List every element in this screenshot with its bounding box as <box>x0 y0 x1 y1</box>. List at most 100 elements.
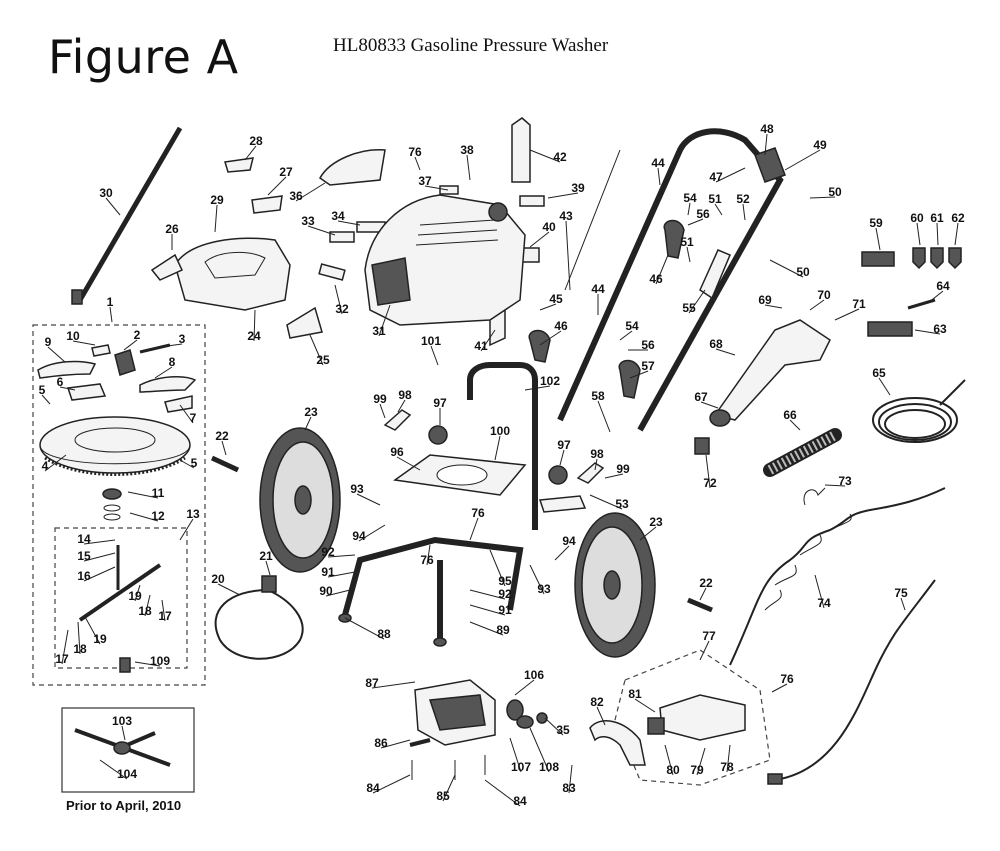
spray-gun-67 <box>713 319 831 421</box>
leader-c13 <box>179 518 194 541</box>
callout-c89: 89 <box>496 623 510 637</box>
leader-c77 <box>699 640 710 661</box>
callout-c2: 2 <box>134 328 141 342</box>
decal-42 <box>511 117 531 183</box>
part-108 <box>516 715 534 729</box>
leader-c61 <box>936 222 939 246</box>
callout-c61: 61 <box>930 211 944 225</box>
leader-c16 <box>83 566 116 582</box>
engine-shroud-opening <box>204 251 266 279</box>
callout-c88: 88 <box>377 627 391 641</box>
decal-27 <box>251 195 283 214</box>
callout-c67: 67 <box>694 390 708 404</box>
hose-75 <box>774 579 936 781</box>
callout-c39: 39 <box>571 181 585 195</box>
callout-c86: 86 <box>374 736 388 750</box>
leader-c52 <box>742 203 746 221</box>
hose-hook-46b <box>663 219 685 259</box>
callout-c73: 73 <box>838 474 852 488</box>
engine-fuel-cap <box>488 202 508 222</box>
callout-c98a: 98 <box>398 388 412 402</box>
callout-c13: 13 <box>186 507 200 521</box>
leader-c40 <box>529 231 550 248</box>
leader-c102 <box>524 385 551 391</box>
leader-c51b <box>686 246 691 263</box>
decal-25 <box>286 306 323 339</box>
leader-c33 <box>307 225 336 236</box>
callout-c6: 6 <box>57 375 64 389</box>
nozzle-holder-59 <box>861 251 895 267</box>
bracket-98b <box>576 462 605 484</box>
leader-c64 <box>927 290 944 304</box>
leader-c30 <box>105 197 121 216</box>
leader-c76d <box>771 683 788 693</box>
callout-c97a: 97 <box>433 396 447 410</box>
leader-c18b <box>144 594 151 617</box>
callout-c16: 16 <box>77 569 91 583</box>
callout-c87: 87 <box>365 676 379 690</box>
decal-53 <box>538 495 587 513</box>
callout-c107: 107 <box>511 760 531 774</box>
handle-grip-48 <box>754 147 786 183</box>
surface-cleaner-kit-box <box>32 324 206 686</box>
leader-c103 <box>121 725 126 741</box>
leader-c11 <box>127 491 159 499</box>
leader-c8 <box>154 366 173 379</box>
leader-c87 <box>371 681 416 689</box>
leader-c10 <box>72 340 96 346</box>
leader-c44a <box>657 167 661 186</box>
callout-c84a: 84 <box>366 781 380 795</box>
callout-c52: 52 <box>736 192 750 206</box>
callout-c63: 63 <box>933 322 947 336</box>
prior-version-inset-box <box>61 707 195 793</box>
callout-c53: 53 <box>615 497 629 511</box>
leader-c81 <box>634 698 656 713</box>
leader-c68 <box>715 348 736 356</box>
gun-end <box>709 409 731 427</box>
callout-c82: 82 <box>590 695 604 709</box>
callout-c75: 75 <box>894 586 908 600</box>
callout-c31: 31 <box>372 324 386 338</box>
callout-c45: 45 <box>549 292 563 306</box>
callout-c74: 74 <box>817 596 831 610</box>
callout-c35: 35 <box>556 723 570 737</box>
wand-tip <box>71 289 83 305</box>
leader-c22b <box>699 587 707 601</box>
callout-c44a: 44 <box>651 156 665 170</box>
leader-c73 <box>824 484 846 487</box>
callout-c79: 79 <box>690 763 704 777</box>
callout-c99a: 99 <box>373 392 387 406</box>
leader-c37 <box>424 185 449 191</box>
callout-c17a: 17 <box>55 652 69 666</box>
leader-c48 <box>764 133 768 156</box>
washer-12a <box>103 504 121 512</box>
callout-c103: 103 <box>112 714 132 728</box>
callout-c10: 10 <box>66 329 80 343</box>
callout-c91a: 91 <box>321 565 335 579</box>
leader-c1 <box>109 306 113 323</box>
callout-c85: 85 <box>436 789 450 803</box>
leader-c23a <box>304 416 312 431</box>
callout-c91b: 91 <box>498 603 512 617</box>
engine-cylinder <box>371 257 411 306</box>
handle-tube-55 <box>699 249 731 300</box>
pump-87 <box>409 679 496 780</box>
leader-c71 <box>834 308 860 321</box>
callout-c50a: 50 <box>828 185 842 199</box>
leader-c86 <box>380 739 411 749</box>
leader-c12 <box>129 512 159 522</box>
callout-c19a: 19 <box>93 632 107 646</box>
leader-c70 <box>809 299 825 311</box>
wand-part <box>77 126 183 302</box>
leader-c96 <box>396 456 421 471</box>
leader-c21 <box>265 560 271 576</box>
callout-c23a: 23 <box>304 405 318 419</box>
leader-c59 <box>875 227 881 251</box>
callout-c54a: 54 <box>683 191 697 205</box>
leader-c32 <box>334 284 343 315</box>
leader-c27 <box>267 176 287 196</box>
leader-c17a <box>61 629 69 665</box>
leader-c45 <box>539 303 557 311</box>
callout-c18b: 18 <box>138 604 152 618</box>
callout-c47: 47 <box>709 170 723 184</box>
